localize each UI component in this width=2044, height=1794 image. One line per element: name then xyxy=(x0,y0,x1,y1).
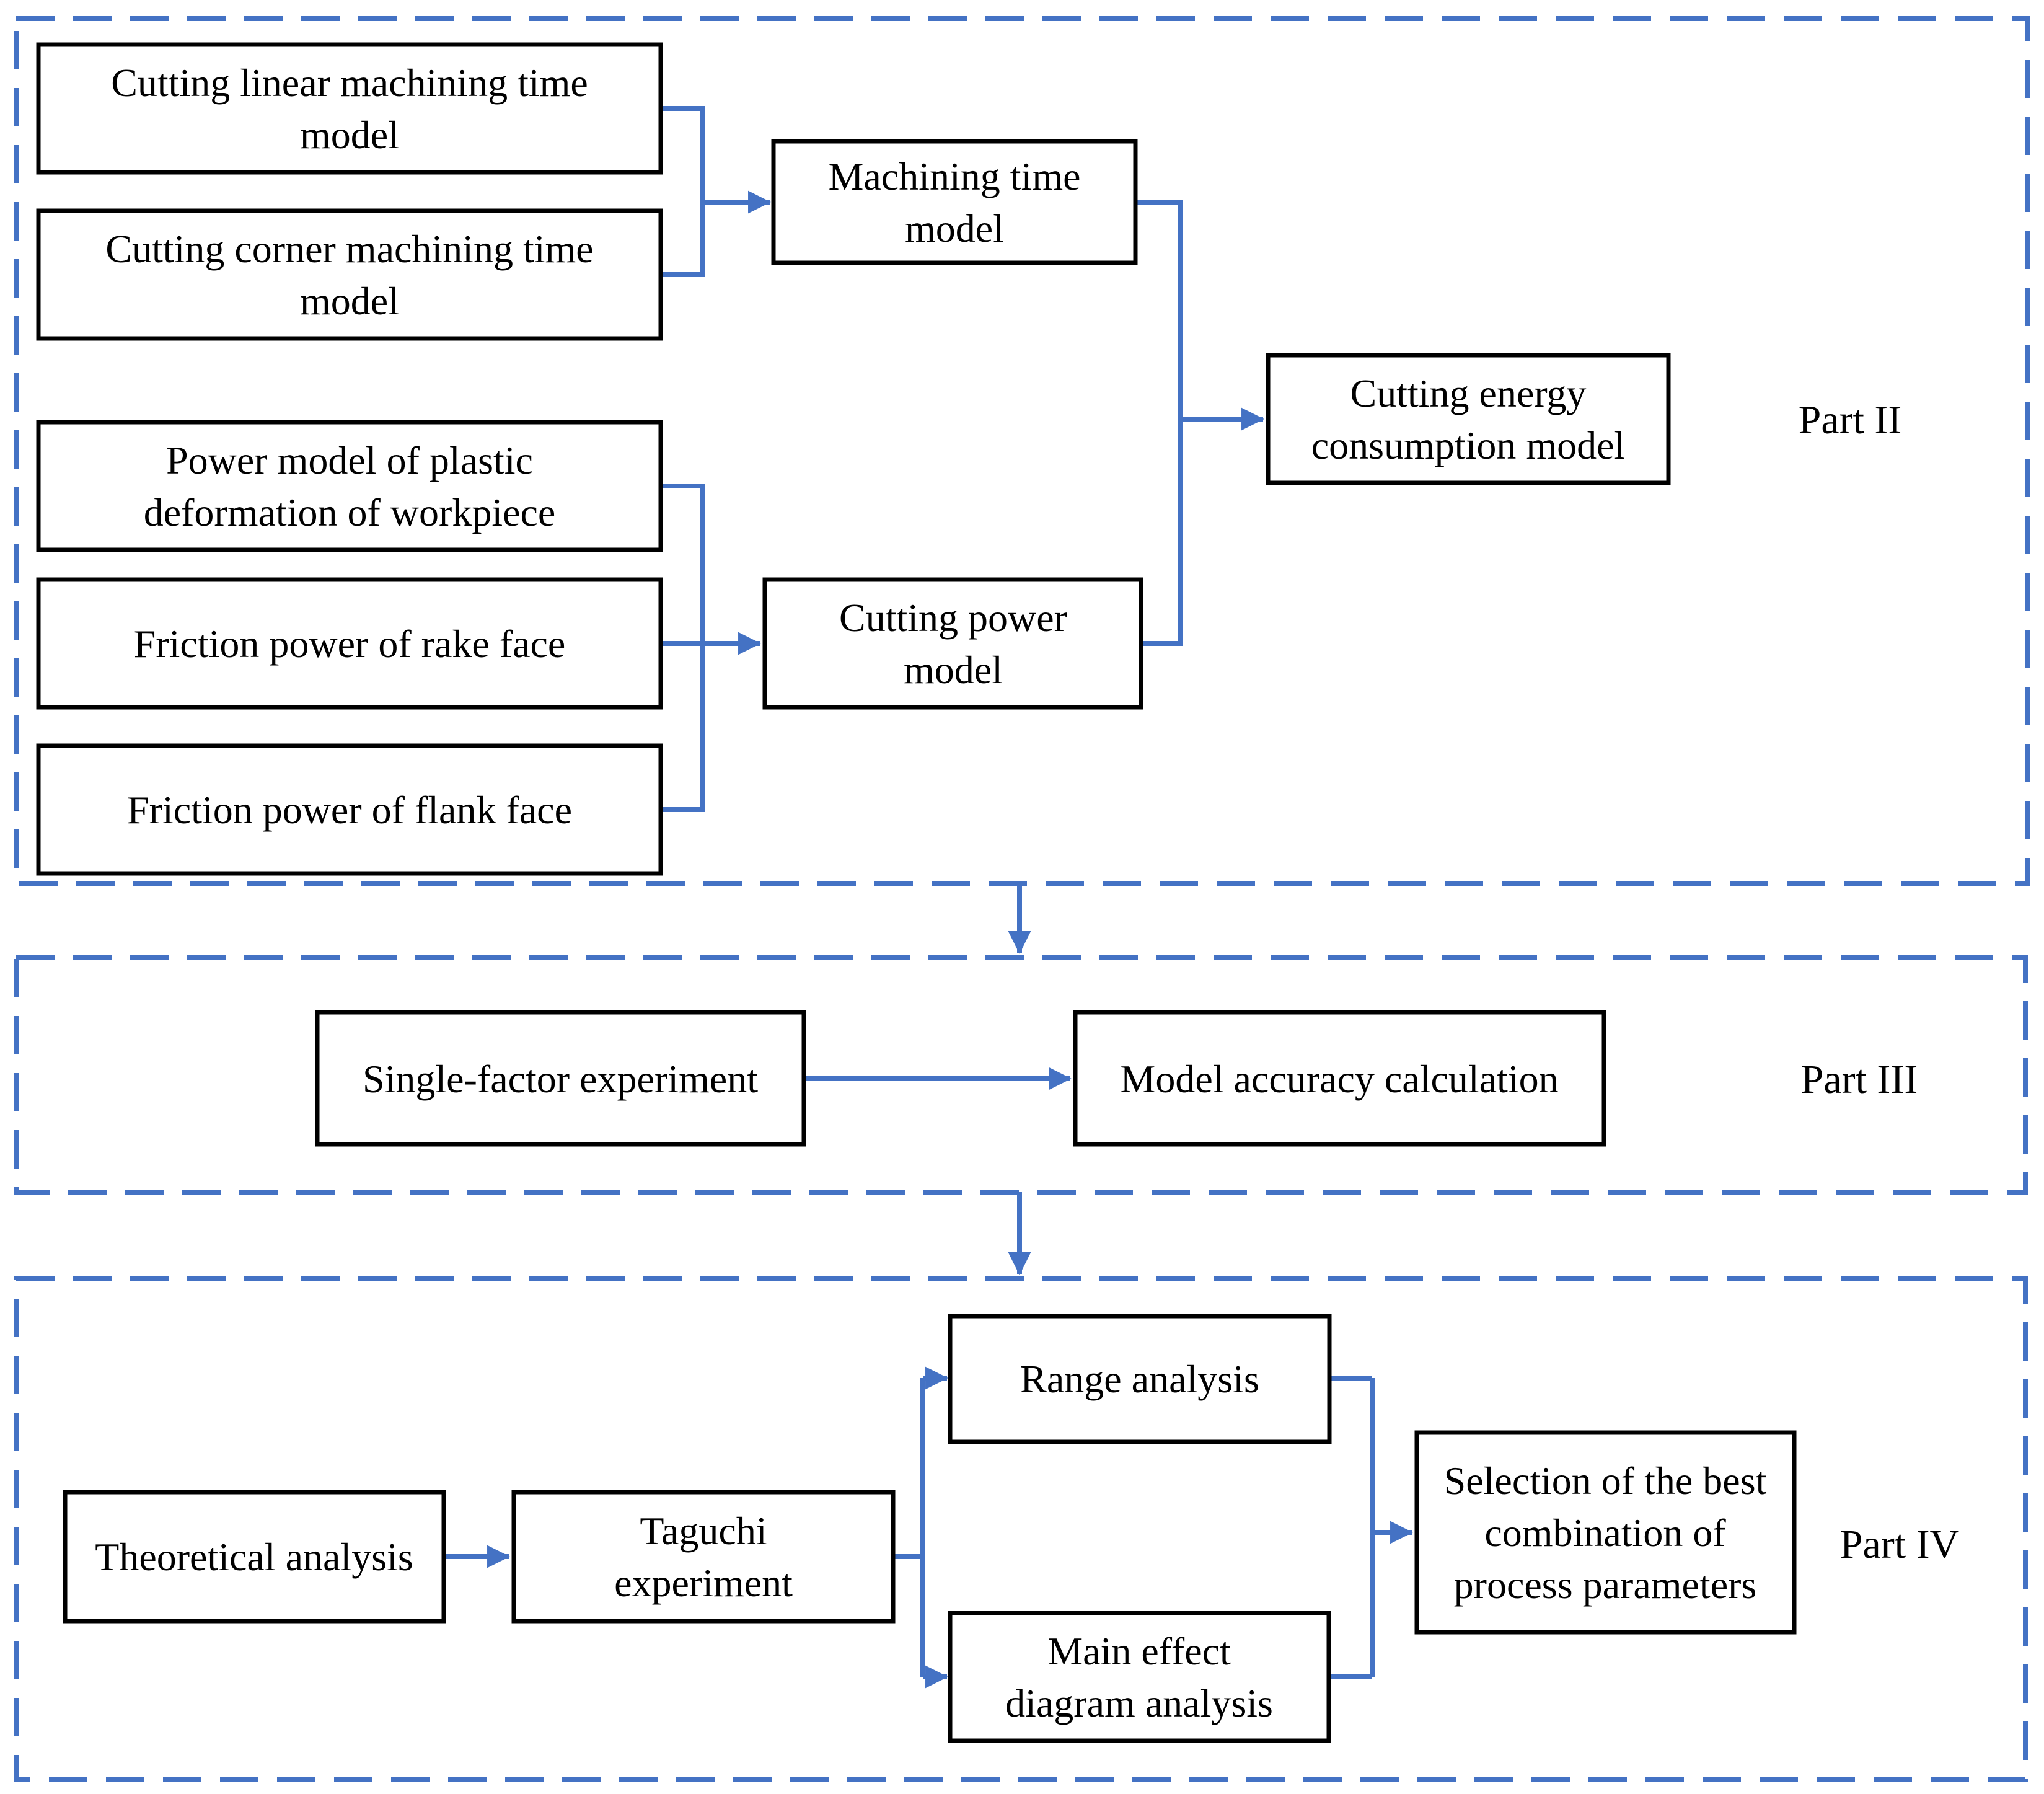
box-outline xyxy=(948,1611,1331,1743)
box-cutting-power-model: Cutting power model xyxy=(762,577,1143,710)
box-outline xyxy=(36,42,663,175)
box-outline xyxy=(1073,1010,1606,1147)
box-outline xyxy=(36,577,663,710)
box-text-line: combination of xyxy=(1484,1511,1726,1555)
box-text-line: Main effect xyxy=(1047,1629,1231,1673)
box-text-line: Power model of plastic xyxy=(166,438,533,482)
box-outline xyxy=(315,1010,806,1147)
part4-dashed-boundary xyxy=(14,1276,2028,1782)
box-friction-power-flank-face: Friction power of flank face xyxy=(36,743,663,876)
part2-dashed-boundary xyxy=(14,16,2030,886)
box-friction-power-rake-face: Friction power of rake face xyxy=(36,577,663,710)
part2-label: Part II xyxy=(1799,397,1902,443)
box-text-line: experiment xyxy=(614,1561,793,1605)
box-text-line: model xyxy=(300,113,399,157)
connector-power-models-join xyxy=(661,484,705,812)
box-text-line: deformation of workpiece xyxy=(144,490,556,534)
box-text-line: Cutting linear machining time xyxy=(111,61,588,105)
box-machining-time-model: Machining time model xyxy=(771,139,1138,265)
box-outline xyxy=(1414,1430,1797,1635)
box-single-factor-experiment: Single-factor experiment xyxy=(315,1010,806,1147)
box-cutting-energy-consumption-model: Cutting energy consumption model xyxy=(1266,353,1671,485)
box-cutting-corner-machining-time-model: Cutting corner machining time model xyxy=(36,208,663,341)
box-outline xyxy=(771,139,1138,265)
connector-energy-merge xyxy=(1135,200,1183,646)
box-text-line: Cutting corner machining time xyxy=(105,227,593,271)
connector-time-models-join xyxy=(661,106,705,277)
box-text-line: diagram analysis xyxy=(1005,1681,1273,1725)
box-outline xyxy=(1266,353,1671,485)
box-text-line: Cutting power xyxy=(839,596,1067,640)
box-outline xyxy=(63,1490,446,1624)
box-text-line: Cutting energy xyxy=(1350,371,1587,415)
box-outline xyxy=(36,420,663,552)
box-main-effect-diagram-analysis: Main effect diagram analysis xyxy=(948,1611,1331,1743)
part3-section: Single-factor experiment Model accuracy … xyxy=(14,955,2028,1195)
box-outline xyxy=(762,577,1143,710)
box-outline xyxy=(36,743,663,876)
box-text-line: Selection of the best xyxy=(1444,1459,1767,1503)
box-selection-best-combination: Selection of the best combination of pro… xyxy=(1414,1430,1797,1635)
box-theoretical-analysis: Theoretical analysis xyxy=(63,1490,446,1624)
box-text-line: Friction power of rake face xyxy=(134,622,566,666)
box-outline xyxy=(948,1314,1332,1444)
box-text-line: process parameters xyxy=(1454,1563,1757,1607)
box-text-line: Single-factor experiment xyxy=(363,1057,758,1101)
box-text-line: consumption model xyxy=(1311,423,1626,467)
box-model-accuracy-calculation: Model accuracy calculation xyxy=(1073,1010,1606,1147)
box-power-model-plastic-deformation: Power model of plastic deformation of wo… xyxy=(36,420,663,552)
connector-taguchi-split xyxy=(893,1378,925,1677)
box-text-line: model xyxy=(905,206,1004,250)
box-text-line: Theoretical analysis xyxy=(95,1535,413,1579)
connector-analysis-merge xyxy=(1329,1376,1375,1679)
box-text-line: Machining time xyxy=(828,154,1080,198)
part3-label: Part III xyxy=(1801,1057,1918,1102)
box-text-line: model xyxy=(300,279,399,323)
box-text-line: Range analysis xyxy=(1020,1357,1259,1401)
part3-dashed-boundary xyxy=(14,955,2028,1195)
box-taguchi-experiment: Taguchi experiment xyxy=(511,1490,896,1624)
box-outline xyxy=(511,1490,896,1624)
box-text-line: Taguchi xyxy=(640,1509,767,1553)
box-range-analysis: Range analysis xyxy=(948,1314,1332,1444)
box-cutting-linear-machining-time-model: Cutting linear machining time model xyxy=(36,42,663,175)
part2-section: Cutting linear machining time model Cutt… xyxy=(14,16,2030,886)
part4-section: Theoretical analysis Taguchi experiment … xyxy=(14,1276,2028,1782)
box-text-line: Model accuracy calculation xyxy=(1120,1057,1558,1101)
box-text-line: model xyxy=(904,648,1003,692)
box-outline xyxy=(36,208,663,341)
box-text-line: Friction power of flank face xyxy=(127,788,572,832)
part4-label: Part IV xyxy=(1840,1522,1959,1567)
